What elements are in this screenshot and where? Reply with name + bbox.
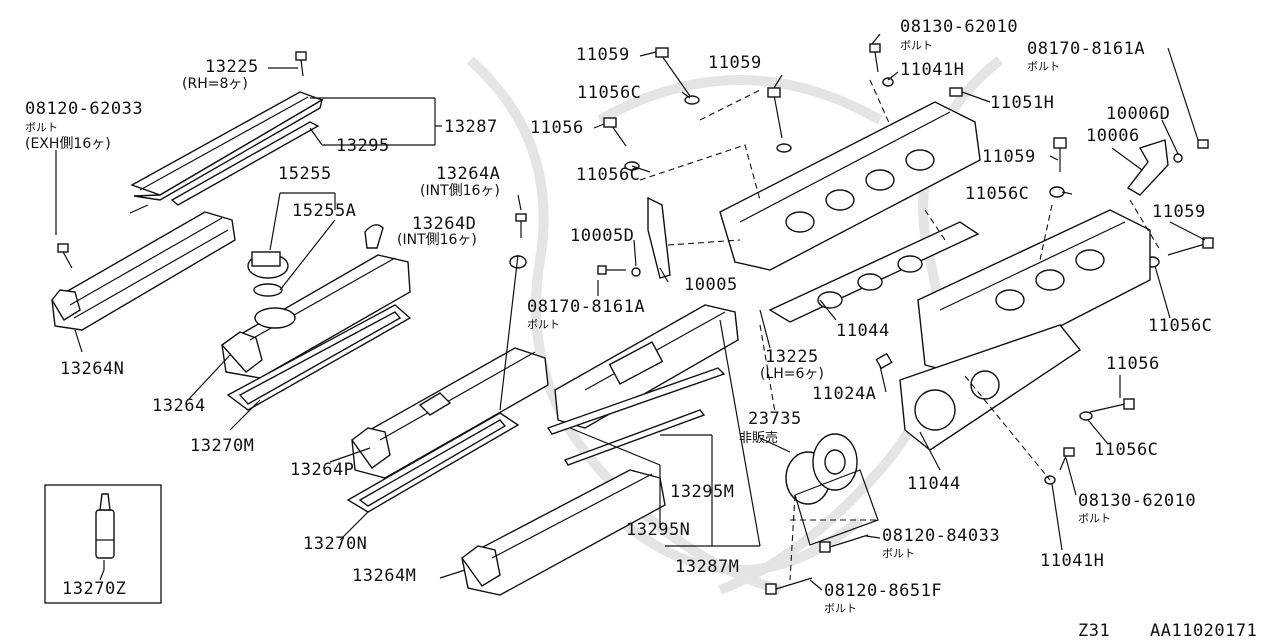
- label-11056-b: 11056: [1106, 354, 1160, 374]
- bolt-13225-rh: [295, 51, 307, 77]
- label-13225-rh-qty: (RH=8ヶ): [182, 76, 248, 92]
- valve-cover-13264: [220, 224, 411, 379]
- bolt-08130-62010-bottom: [875, 352, 1075, 485]
- bracket-10005: [631, 196, 671, 279]
- label-13287: 13287: [444, 117, 498, 137]
- label-13295M: 13295M: [670, 482, 735, 502]
- label-10006D: 10006D: [1106, 104, 1171, 124]
- label-13225-rh: 13225: [205, 57, 259, 77]
- spark-plug-tubes: [603, 47, 1214, 421]
- valve-cover-13264P: [351, 347, 549, 479]
- bracket-10006: [1126, 139, 1209, 196]
- label-08120-8651F-bolt: ボルト: [824, 602, 857, 615]
- label-11056C-d: 11056C: [1148, 316, 1213, 336]
- label-not-for-sale: 非販売: [739, 431, 779, 446]
- label-08130-62010-b: 08130-62010: [1078, 491, 1197, 511]
- label-11056C-b: 11056C: [576, 165, 641, 185]
- dashed-lines: [639, 79, 1161, 581]
- label-13270M: 13270M: [190, 436, 255, 456]
- label-13264D: 13264D: [412, 214, 477, 234]
- label-08170-8161A-a-bolt: ボルト: [527, 318, 560, 331]
- bolt-08120-62033: [57, 243, 73, 269]
- label-10006: 10006: [1086, 126, 1140, 146]
- cover-strip-13295M: [546, 367, 726, 466]
- label-13264D-qty: (INT側16ヶ): [397, 232, 477, 248]
- label-08120-84033: 08120-84033: [882, 526, 1001, 546]
- label-11056C-c: 11056C: [965, 184, 1030, 204]
- cylinder-head-lh: [917, 209, 1151, 376]
- valve-cover-13264M: [461, 469, 666, 596]
- label-13270N: 13270N: [303, 534, 368, 554]
- label-08120-62033-bolt: ボルト: [25, 121, 58, 134]
- gasket-13270N: [346, 412, 520, 513]
- leader-lines: [55, 33, 1206, 591]
- label-13264A: 13264A: [436, 164, 501, 184]
- bolt-08170-8161A-a: [597, 265, 626, 275]
- label-13295N: 13295N: [626, 520, 691, 540]
- bolt-08130-62010-top: [869, 43, 963, 97]
- label-11059-d: 11059: [1152, 202, 1206, 222]
- label-13287M: 13287M: [675, 557, 740, 577]
- label-08170-8161A-b: 08170-8161A: [1027, 39, 1146, 59]
- label-23735: 23735: [748, 409, 802, 429]
- bolt-13264A: [515, 213, 527, 238]
- label-15255A: 15255A: [292, 201, 357, 221]
- label-diagram-code: AA11020171: [1150, 621, 1258, 641]
- label-10005D: 10005D: [570, 226, 635, 246]
- head-gasket-11044-a: [768, 221, 980, 323]
- label-08170-8161A-b-bolt: ボルト: [1027, 60, 1060, 73]
- bolt-08120-8651F: [765, 577, 813, 595]
- inset-13270Z: [44, 484, 162, 604]
- label-13270Z: 13270Z: [62, 579, 127, 599]
- label-11059-a: 11059: [576, 45, 630, 65]
- label-10005: 10005: [684, 275, 738, 295]
- label-11056C-e: 11056C: [1094, 440, 1159, 460]
- valve-cover-rh-top: [129, 91, 324, 214]
- label-11041H-b: 11041H: [1040, 551, 1105, 571]
- label-11051H: 11051H: [990, 93, 1055, 113]
- pulley-23735: [785, 433, 879, 546]
- label-13225-lh-qty: (LH=6ヶ): [760, 366, 824, 382]
- label-11056-a: 11056: [530, 118, 584, 138]
- label-15255: 15255: [278, 164, 332, 184]
- label-model-z31: Z31: [1078, 621, 1111, 641]
- label-08130-62010-a: 08130-62010: [900, 17, 1019, 37]
- label-13225-lh: 13225: [765, 347, 819, 367]
- label-11059-c: 11059: [982, 147, 1036, 167]
- label-11044-b: 11044: [907, 474, 961, 494]
- label-08120-84033-bolt: ボルト: [882, 547, 915, 560]
- label-13264: 13264: [152, 396, 206, 416]
- label-08120-62033: 08120-62033: [25, 99, 144, 119]
- label-13264N: 13264N: [60, 359, 125, 379]
- gasket-13270M: [226, 304, 412, 411]
- label-13264P: 13264P: [290, 460, 355, 480]
- label-13264M: 13264M: [352, 566, 417, 586]
- label-08170-8161A-a: 08170-8161A: [527, 297, 646, 317]
- label-11056C-a: 11056C: [577, 83, 642, 103]
- bolt-08120-84033: [819, 534, 869, 553]
- label-08120-8651F: 08120-8651F: [824, 581, 943, 601]
- label-08130-62010-a-bolt: ボルト: [900, 39, 933, 52]
- oil-filler-cap: [247, 251, 289, 297]
- valve-cover-rh: [51, 211, 236, 331]
- label-08130-62010-b-bolt: ボルト: [1078, 512, 1111, 525]
- label-11044-a: 11044: [836, 321, 890, 341]
- label-11059-b: 11059: [708, 53, 762, 73]
- label-08120-62033-qty: (EXH側16ヶ): [25, 136, 111, 152]
- valve-cover-lh-top: [554, 304, 739, 429]
- label-11041H-a: 11041H: [900, 60, 965, 80]
- label-13295: 13295: [336, 136, 390, 156]
- label-13264A-qty: (INT側16ヶ): [420, 183, 500, 199]
- cylinder-head-rh: [719, 101, 981, 271]
- label-11024A: 11024A: [812, 384, 877, 404]
